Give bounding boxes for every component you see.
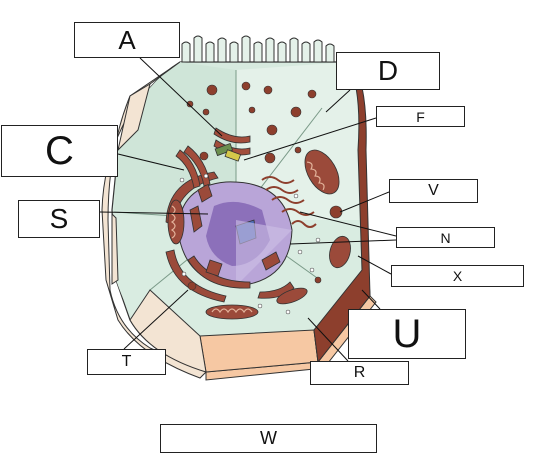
- vesicles: [186, 81, 343, 291]
- label-box-r[interactable]: R: [310, 361, 409, 385]
- pointer-T: [123, 289, 189, 350]
- label-box-u[interactable]: U: [348, 309, 466, 359]
- pointer-A: [139, 57, 223, 137]
- pointer-N1: [299, 211, 397, 237]
- label-box-w[interactable]: W: [160, 424, 377, 453]
- cell-wall-segments: [111, 82, 151, 285]
- pointer-lines: [99, 57, 397, 362]
- golgi-apparatus: [175, 127, 251, 189]
- label-box-a[interactable]: A: [74, 22, 180, 58]
- label-box-n[interactable]: N: [396, 227, 495, 248]
- pointer-F: [243, 117, 377, 161]
- centrioles: [214, 142, 242, 162]
- pointer-X: [357, 255, 392, 275]
- microvilli: [181, 35, 335, 63]
- label-box-x[interactable]: X: [391, 265, 524, 287]
- pointer-V: [339, 191, 390, 213]
- pointer-D: [325, 89, 351, 113]
- label-box-c[interactable]: C: [1, 125, 118, 177]
- label-box-f[interactable]: F: [376, 106, 465, 127]
- smooth-er: [261, 176, 317, 228]
- label-box-d[interactable]: D: [336, 52, 440, 90]
- pointer-C: [117, 153, 185, 171]
- label-box-t[interactable]: T: [87, 349, 166, 375]
- mitochondria: [167, 149, 351, 320]
- ribosomes: [179, 173, 321, 315]
- pointer-N2: [289, 239, 397, 245]
- label-box-s[interactable]: S: [18, 200, 100, 238]
- pointer-R: [307, 317, 349, 362]
- pointer-U: [361, 289, 381, 310]
- label-box-v[interactable]: V: [389, 179, 478, 203]
- pointer-S: [99, 211, 209, 215]
